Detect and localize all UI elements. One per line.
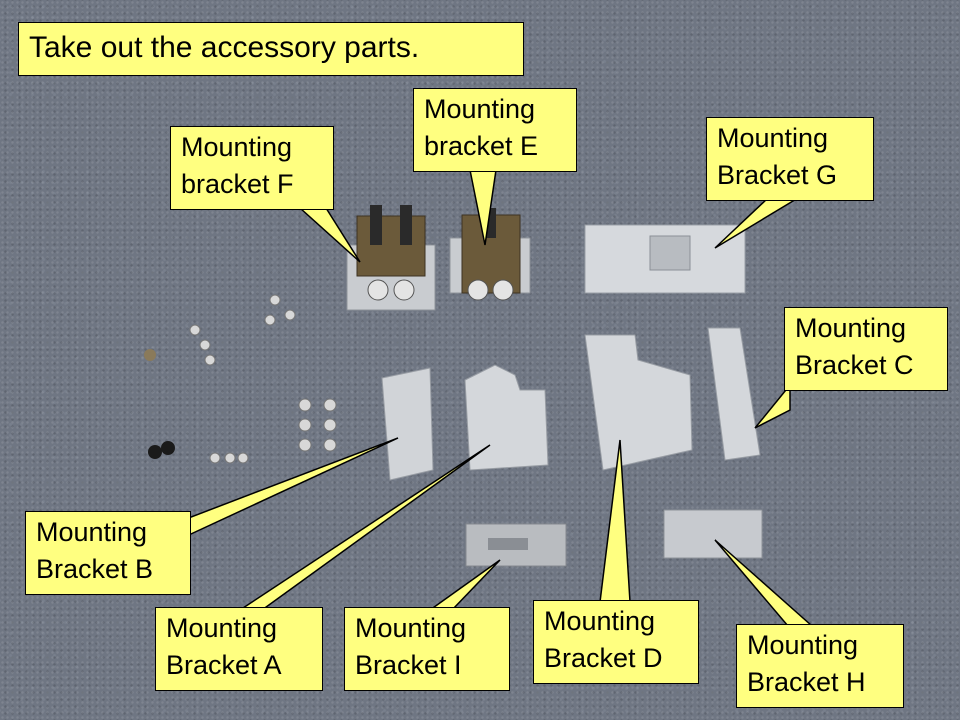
bracket-h-part	[663, 509, 763, 559]
callout-line1: Mounting	[424, 94, 536, 124]
callout-bracket-h: Mounting Bracket H	[736, 624, 904, 708]
callout-line1: Mounting	[795, 313, 907, 343]
callout-line2: Bracket D	[544, 643, 663, 673]
bracket-b-part	[381, 367, 434, 481]
rubber-feet	[144, 349, 175, 459]
callout-line1: Mounting	[717, 123, 829, 153]
bracket-g-part	[584, 224, 746, 294]
bracket-e-part	[449, 208, 531, 301]
callout-line2: Bracket B	[36, 554, 154, 584]
bracket-a-part	[464, 364, 549, 471]
screws	[189, 294, 337, 464]
bracket-f-part	[346, 205, 436, 311]
callout-line2: Bracket I	[355, 650, 462, 680]
callout-line2: bracket E	[424, 131, 539, 161]
callout-line1: Mounting	[166, 613, 278, 643]
callout-bracket-e: Mounting bracket E	[413, 88, 577, 172]
callout-line2: Bracket G	[717, 160, 838, 190]
bracket-i-part	[465, 523, 567, 567]
callout-bracket-c: Mounting Bracket C	[784, 307, 948, 391]
page-title: Take out the accessory parts.	[18, 22, 524, 76]
callout-line2: Bracket A	[166, 650, 282, 680]
callout-line2: Bracket C	[795, 350, 914, 380]
callout-line2: bracket F	[181, 169, 294, 199]
callout-line1: Mounting	[747, 630, 859, 660]
callout-bracket-i: Mounting Bracket I	[344, 607, 510, 691]
bracket-c-part	[707, 327, 761, 461]
callout-line2: Bracket H	[747, 667, 866, 697]
bracket-d-part	[584, 334, 693, 471]
callout-bracket-b: Mounting Bracket B	[25, 511, 191, 595]
callout-line1: Mounting	[181, 132, 293, 162]
callout-bracket-a: Mounting Bracket A	[155, 607, 323, 691]
callout-line1: Mounting	[36, 517, 148, 547]
callout-line1: Mounting	[355, 613, 467, 643]
callout-line1: Mounting	[544, 606, 656, 636]
callout-bracket-f: Mounting bracket F	[170, 126, 334, 210]
callout-bracket-g: Mounting Bracket G	[706, 117, 874, 201]
callout-bracket-d: Mounting Bracket D	[533, 600, 699, 684]
